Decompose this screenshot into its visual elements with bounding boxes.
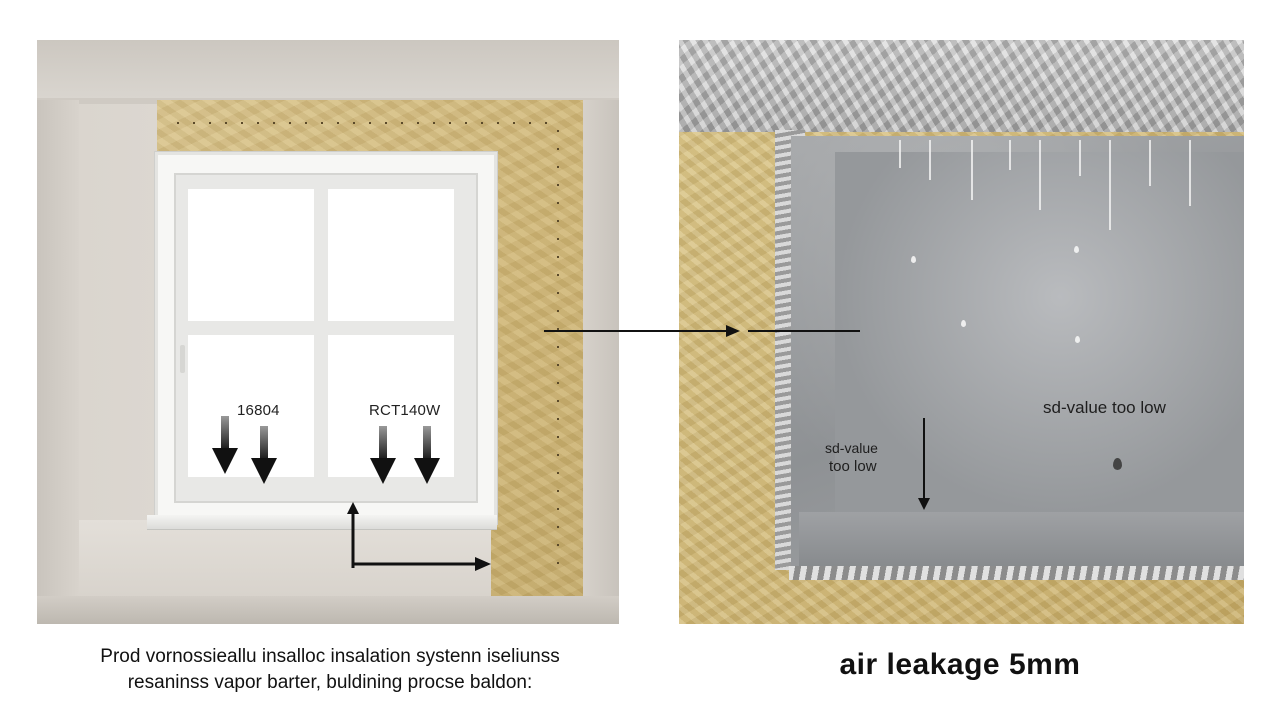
foil-top: [679, 40, 1244, 132]
floor: [37, 596, 619, 624]
window-handle: [180, 345, 185, 373]
condensation-drip: [1189, 140, 1191, 206]
side-wall-right: [583, 100, 619, 624]
window-frame: [155, 152, 497, 524]
label-sd-right: sd-value too low: [1043, 398, 1166, 417]
down-arrow-icon: [370, 426, 396, 484]
room-window-photo: 16804 RCT140W: [37, 40, 619, 624]
condensation-drip: [1109, 140, 1111, 230]
cavity-floor: [799, 512, 1244, 568]
water-drop: [961, 320, 966, 327]
water-drop: [1113, 458, 1122, 470]
window-pane: [188, 335, 314, 477]
caption-left-line1: Prod vornossieallu insalloc insalation s…: [100, 646, 560, 667]
water-drop: [1075, 336, 1080, 343]
caption-left-line2: resaninss vapor barter, buldining procse…: [127, 672, 533, 693]
window-pane: [188, 189, 314, 321]
condensation-drip: [971, 140, 973, 200]
water-drop: [1074, 246, 1079, 253]
ceiling: [37, 40, 619, 102]
condensation-drip: [1079, 140, 1081, 176]
cavity-back-wall: [835, 152, 1244, 514]
condensation-drip: [1149, 140, 1151, 186]
condensation-drip: [899, 140, 901, 168]
condensation-drip: [1009, 140, 1011, 170]
side-wall-left: [37, 100, 79, 624]
condensation-drip: [929, 140, 931, 180]
down-arrow-icon: [212, 416, 238, 474]
condensation-drip: [1039, 140, 1041, 210]
foil-cavity-photo: sd-value too low sd-value too low: [679, 40, 1244, 624]
foil-bottom: [789, 566, 1244, 580]
caption-right: air leakage 5mm: [839, 648, 1081, 681]
label-sd-center-line1: sd-value: [825, 440, 878, 456]
label-left: 16804: [237, 402, 280, 419]
window-sill: [147, 515, 497, 530]
label-right: RCT140W: [369, 402, 441, 419]
window-pane: [328, 189, 454, 321]
down-arrow-icon: [918, 418, 930, 510]
fastener-dots: [557, 130, 559, 570]
water-drop: [911, 256, 916, 263]
wall-below-window: [79, 520, 491, 596]
fastener-dots: [177, 122, 557, 124]
window-pane: [328, 335, 454, 477]
corner-arrow-icon: [347, 502, 491, 571]
down-arrow-icon: [414, 426, 440, 484]
caption-left: Prod vornossieallu insalloc insalation s…: [40, 644, 620, 696]
down-arrow-icon: [251, 426, 277, 484]
label-sd-center-line2: too low: [829, 458, 877, 475]
